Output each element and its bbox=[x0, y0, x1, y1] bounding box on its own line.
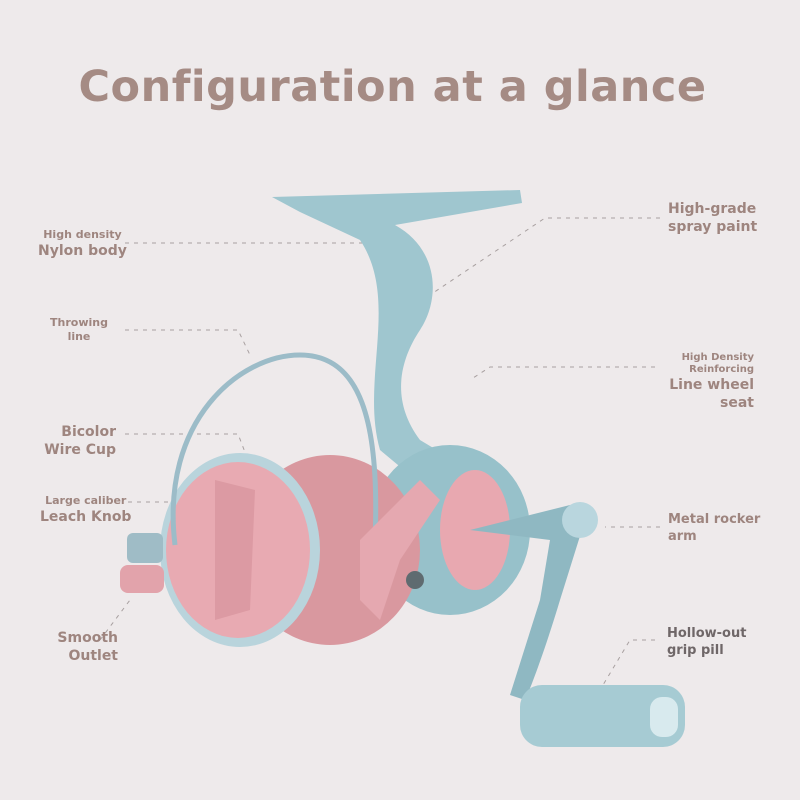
grip-handle bbox=[520, 685, 685, 747]
label-line: High-grade bbox=[668, 201, 757, 217]
label-line: Hollow-out bbox=[667, 626, 747, 641]
rocker-cap bbox=[562, 502, 598, 538]
label-leach-knob: Large caliber Leach Knob bbox=[40, 494, 131, 526]
screw bbox=[406, 571, 424, 589]
label-main: Nylon body bbox=[38, 243, 127, 260]
reel-stem bbox=[272, 190, 522, 500]
page-title: Configuration at a glance bbox=[78, 62, 707, 112]
label-smooth-outlet: Smooth Outlet bbox=[40, 629, 118, 665]
label-line: Outlet bbox=[68, 648, 118, 665]
line-roller bbox=[127, 533, 163, 563]
label-sub: Reinforcing bbox=[689, 364, 754, 375]
label-grip-pill: Hollow-out grip pill bbox=[667, 626, 746, 660]
label-main: Leach Knob bbox=[40, 509, 132, 526]
knob-grip bbox=[215, 480, 255, 620]
label-line: spray paint bbox=[668, 219, 758, 236]
line-roller-base bbox=[120, 565, 164, 593]
label-line: Bicolor bbox=[61, 424, 116, 440]
bail-wire bbox=[170, 352, 379, 546]
label-line: arm bbox=[668, 528, 697, 544]
label-sub: High Density bbox=[681, 352, 754, 363]
label-wire-cup: Bicolor Wire Cup bbox=[40, 423, 116, 459]
label-throwing-line: Throwing line bbox=[50, 316, 108, 345]
label-line: Throwing bbox=[50, 316, 108, 329]
label-metal-rocker-arm: Metal rocker arm bbox=[668, 512, 760, 546]
label-sub: Large caliber bbox=[45, 494, 127, 507]
bail-arm-pink bbox=[360, 480, 440, 620]
label-line-wheel-seat: High Density Reinforcing Line wheel seat bbox=[640, 352, 754, 412]
label-line: line bbox=[67, 330, 91, 344]
callout-lines bbox=[99, 217, 660, 691]
label-main: Line wheel seat bbox=[669, 377, 754, 412]
label-nylon-body: High density Nylon body bbox=[38, 228, 127, 260]
label-line: Wire Cup bbox=[44, 442, 116, 459]
grip-end bbox=[650, 697, 678, 737]
label-sub: High density bbox=[43, 228, 122, 241]
label-spray-paint: High-grade spray paint bbox=[668, 200, 757, 236]
label-line: grip pill bbox=[667, 642, 724, 658]
rocker-arm bbox=[470, 505, 585, 700]
label-line: Metal rocker bbox=[668, 512, 761, 527]
label-line: Smooth bbox=[57, 630, 118, 646]
